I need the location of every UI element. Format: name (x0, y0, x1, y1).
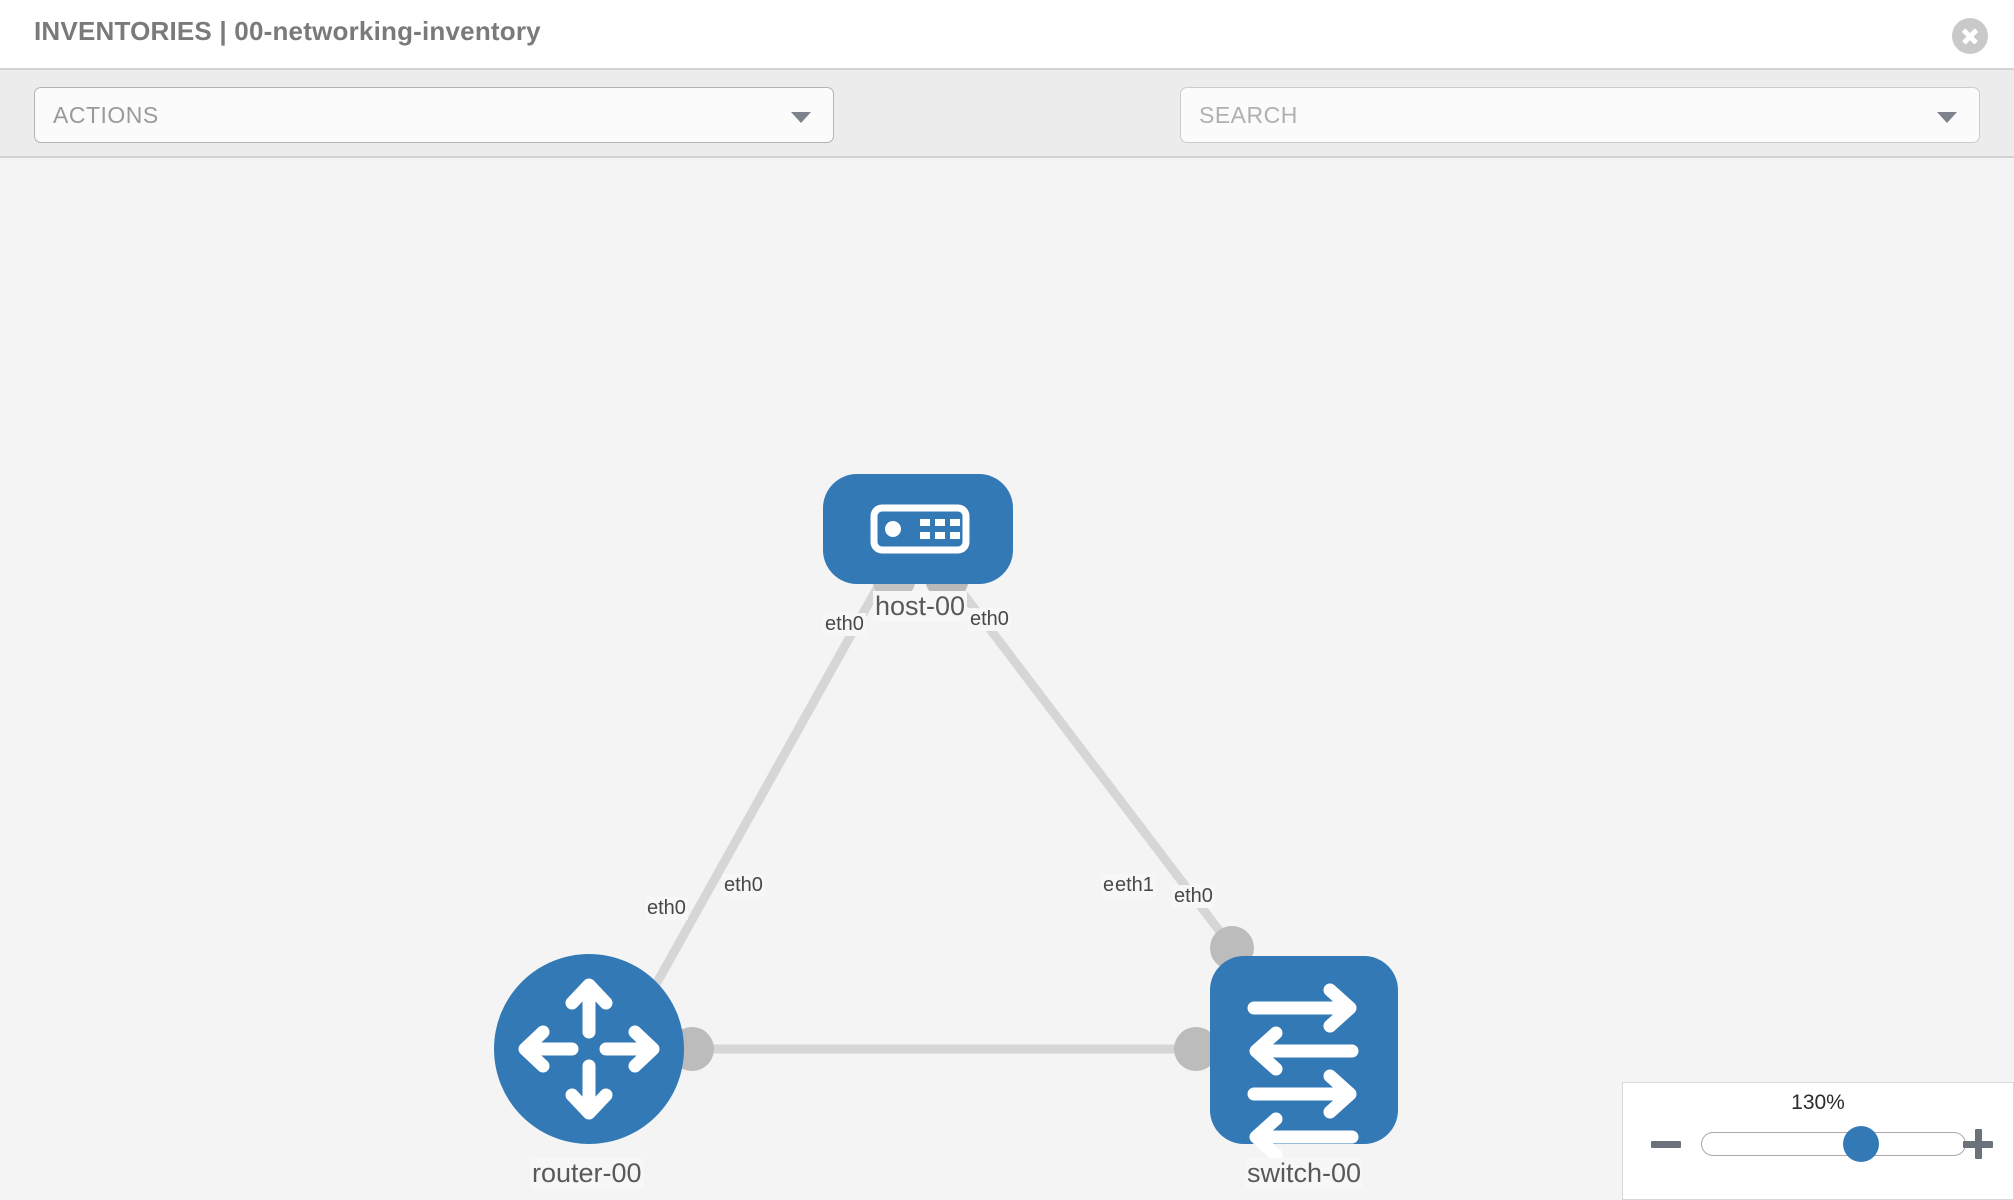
link-label-host00-eth0-left: eth0 (823, 613, 866, 636)
node-switch-00 (1210, 956, 1398, 1162)
actions-dropdown[interactable]: ACTIONS (34, 87, 834, 143)
chevron-down-icon[interactable] (1937, 112, 1957, 123)
node-label-switch-00: switch-00 (1245, 1158, 1364, 1189)
zoom-control-panel: 130% (1622, 1082, 2014, 1200)
node-host-00 (823, 474, 1013, 584)
search-input[interactable]: SEARCH (1180, 87, 1980, 143)
link-host00-router00 (635, 578, 885, 1018)
link-layer (635, 578, 1245, 1054)
toolbar: ACTIONS SEARCH (0, 68, 2014, 196)
chevron-down-icon (791, 112, 811, 123)
connector-layer (670, 556, 1254, 1071)
actions-dropdown-label: ACTIONS (53, 102, 159, 128)
search-placeholder: SEARCH (1199, 102, 1298, 128)
topology-graph (494, 474, 1398, 1162)
link-label-router00-eth0-up: eth0 (645, 897, 688, 920)
close-icon[interactable] (1952, 18, 1988, 54)
node-label-host-00: host-00 (873, 591, 968, 622)
zoom-slider-thumb[interactable] (1843, 1126, 1879, 1162)
node-router-00 (494, 954, 684, 1144)
zoom-slider[interactable] (1701, 1126, 1966, 1162)
zoom-level-value: 130% (1791, 1091, 1845, 1114)
link-label-host00-eth0-right: eth0 (968, 608, 1011, 631)
page-title: INVENTORIES | 00-networking-inventory (34, 16, 541, 46)
link-label-switch00-eth1: eth1 (1113, 874, 1156, 897)
link-label-switch00-eth0-up: eth0 (1172, 885, 1215, 908)
link-label-router00-eth0-right: eth0 (722, 874, 765, 897)
node-label-router-00: router-00 (530, 1158, 644, 1189)
connector-switch00-left (1174, 1027, 1218, 1071)
page-header: INVENTORIES | 00-networking-inventory (0, 0, 2014, 68)
topology-canvas[interactable]: host-00 router-00 switch-00 eth0 eth0 et… (0, 158, 2014, 1200)
plus-icon[interactable] (1961, 1127, 1995, 1161)
minus-icon[interactable] (1649, 1127, 1683, 1161)
